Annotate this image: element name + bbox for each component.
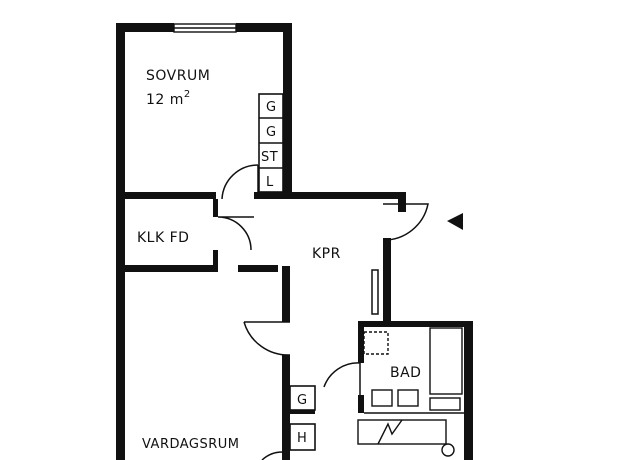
- corridor-top-wall: [254, 192, 406, 199]
- washbasin: [429, 397, 461, 411]
- room-label-bad: BAD: [390, 365, 421, 381]
- walls: [116, 23, 473, 460]
- bad-top-wall: [358, 321, 473, 327]
- window: [173, 23, 237, 33]
- sovrum-bottom-wall: [116, 192, 216, 199]
- bad-left-wall-top: [358, 321, 364, 363]
- entrance-door: [382, 203, 429, 241]
- area-value: 12 m: [146, 92, 184, 108]
- shower-tray: [363, 331, 389, 355]
- sovrum-door-arc: [221, 164, 259, 200]
- room-label-vardagsrum: VARDAGSRUM: [142, 437, 240, 452]
- vardagsrum-right-wall-top: [282, 266, 290, 322]
- klk-door: [217, 216, 254, 251]
- closet-column: [258, 93, 284, 193]
- sovrum-right-wall: [283, 23, 292, 199]
- stove-symbol: [377, 419, 403, 445]
- klk-right-wall-bottom: [213, 250, 218, 266]
- bathroom-fixtures: [357, 327, 464, 457]
- closet-label-st: ST: [261, 150, 278, 165]
- lower-door: [261, 451, 285, 460]
- klk-bottom-wall-right: [238, 265, 278, 272]
- corridor-panel: [371, 269, 379, 315]
- top-wall-left: [116, 23, 174, 32]
- doors: [217, 164, 429, 460]
- bad-left-wall-bottom: [358, 395, 364, 413]
- corridor-right-wall: [383, 238, 391, 324]
- closet-label-g1: G: [266, 100, 277, 115]
- closet-divider: [290, 410, 315, 414]
- closet-label-h: H: [297, 431, 307, 446]
- bad-door: [323, 362, 361, 395]
- toilet: [371, 389, 393, 407]
- entrance-wall-top: [398, 192, 406, 212]
- klk-bottom-wall: [116, 265, 218, 272]
- sink-bowl: [441, 443, 455, 457]
- outer-right-wall: [464, 321, 473, 460]
- closet-label-g: G: [297, 393, 308, 408]
- bathtub: [429, 327, 463, 395]
- room-label-sovrum: SOVRUM: [146, 68, 210, 84]
- room-label-klk-fd: KLK FD: [137, 230, 189, 246]
- vardagsrum-door: [243, 321, 291, 356]
- kitchen-counter: [357, 419, 447, 445]
- closet-label-g2: G: [266, 125, 277, 140]
- vardagsrum-right-wall-bottom: [282, 355, 290, 460]
- room-area-sovrum: 12 m2: [146, 89, 191, 108]
- klk-right-wall-top: [213, 199, 218, 217]
- left-outer-wall: [116, 23, 125, 460]
- entrance-arrow-icon: [447, 213, 463, 230]
- sink: [397, 389, 419, 407]
- closet-label-l: L: [266, 175, 274, 190]
- area-sup: 2: [184, 89, 191, 100]
- hall-closets: [289, 385, 316, 451]
- room-label-kpr: KPR: [312, 246, 341, 262]
- top-wall-right: [236, 23, 292, 32]
